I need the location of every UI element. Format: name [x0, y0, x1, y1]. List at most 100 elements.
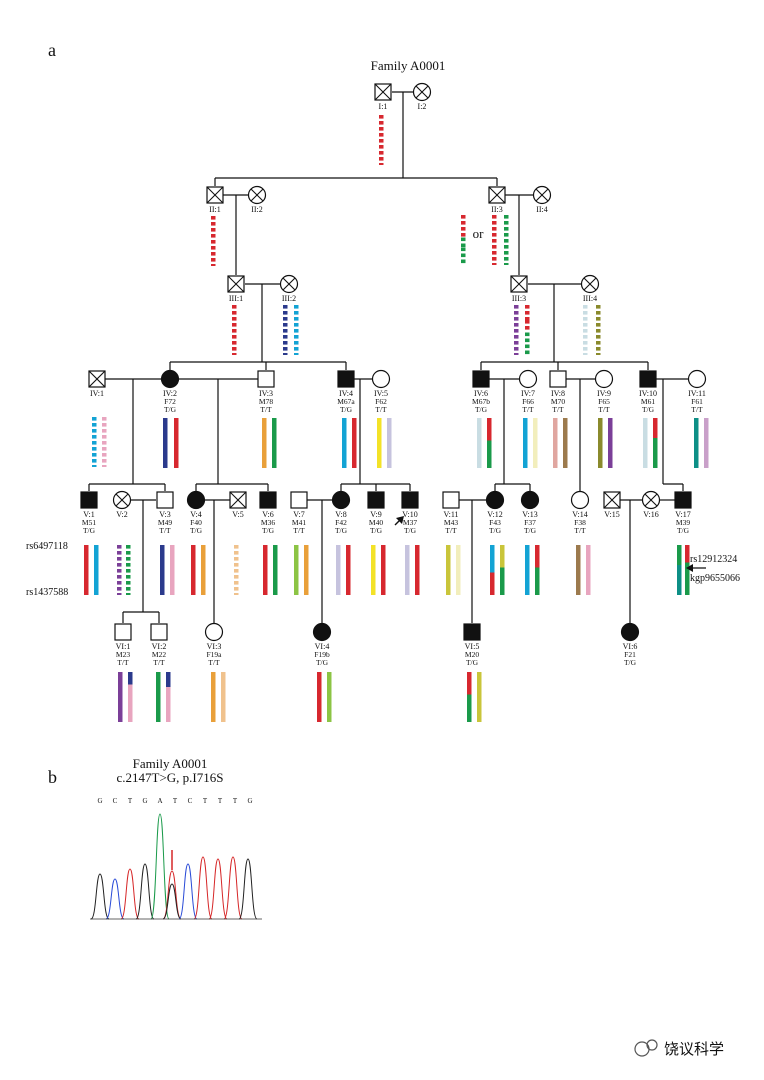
individual-genotype: T/G — [524, 526, 537, 535]
individual-code: IV:7 — [521, 389, 535, 398]
individual-genotype: T/G — [404, 526, 417, 535]
individual-subject: M39 — [676, 518, 690, 527]
male-symbol — [259, 491, 277, 509]
haplotype-bar — [327, 672, 332, 722]
pedigree-title: Family A0001 — [371, 58, 446, 73]
male-symbol — [150, 623, 168, 641]
individual-subject: M40 — [369, 518, 383, 527]
individual-code: V:16 — [643, 510, 658, 519]
individual-genotype: T/T — [260, 405, 272, 414]
female-symbol — [331, 490, 351, 510]
individual-genotype: T/G — [262, 526, 275, 535]
individual-subject: M67a — [337, 397, 355, 406]
haplotype-bar — [84, 545, 89, 595]
individual-genotype: T/G — [340, 405, 353, 414]
haplotype-bar — [342, 418, 347, 468]
haplotype-bar — [487, 418, 492, 468]
haplotype-bar — [415, 545, 420, 595]
haplotype-bar — [102, 417, 107, 467]
haplotype-bar — [653, 418, 658, 468]
individual-code: II:4 — [536, 205, 548, 214]
individual-code: V:4 — [190, 510, 201, 519]
individual-code: IV:4 — [339, 389, 353, 398]
deceased-mark — [488, 186, 506, 204]
individual-genotype: T/T — [445, 526, 457, 535]
individual-code: V:7 — [293, 510, 304, 519]
individual-III4: III:4 — [580, 274, 600, 303]
deceased-mark — [250, 188, 264, 202]
individual-genotype: T/T — [153, 658, 165, 667]
female-symbol — [485, 490, 505, 510]
individual-code: VI:2 — [152, 642, 167, 651]
individual-subject: M20 — [465, 650, 479, 659]
haplotype-bar — [232, 305, 237, 355]
individual-subject: F72 — [164, 397, 176, 406]
haplotype-bar — [262, 418, 267, 468]
individual-genotype: T/G — [370, 526, 383, 535]
haplotype-bar — [273, 545, 278, 595]
deceased-mark — [535, 188, 549, 202]
individual-IV1: IV:1 — [88, 370, 106, 398]
haplotype-bar — [694, 418, 699, 468]
deceased-mark — [583, 277, 597, 291]
trace-peak — [162, 883, 182, 920]
individual-code: III:2 — [282, 294, 296, 303]
individual-genotype: T/T — [293, 526, 305, 535]
haplotype-bar — [163, 418, 168, 468]
haplotype-bar — [336, 545, 341, 595]
haplotype-bar — [514, 305, 519, 355]
haplotype-bar — [525, 545, 530, 595]
individual-code: V:12 — [487, 510, 502, 519]
individual-code: IV:10 — [639, 389, 657, 398]
haplotype-bar — [533, 418, 538, 468]
individual-code: VI:6 — [623, 642, 638, 651]
male-symbol — [401, 491, 419, 509]
individual-genotype: T/G — [642, 405, 655, 414]
individual-subject: F42 — [335, 518, 347, 527]
individual-code: V:11 — [443, 510, 458, 519]
deceased-mark — [510, 275, 528, 293]
individual-code: IV:8 — [551, 389, 565, 398]
female-symbol — [312, 622, 332, 642]
individual-genotype: T/G — [164, 405, 177, 414]
haplotype-bar — [352, 418, 357, 468]
haplotype-bar — [576, 545, 581, 595]
base-call: T — [173, 797, 178, 805]
female-symbol — [520, 490, 540, 510]
individual-code: II:2 — [251, 205, 263, 214]
individual-code: V:13 — [522, 510, 537, 519]
trace-peak — [90, 873, 110, 920]
haplotype-bar — [263, 545, 268, 595]
deceased-mark — [415, 85, 429, 99]
individual-II4: II:4 — [532, 185, 552, 214]
individual-III1: III:1 — [227, 275, 245, 303]
watermark-text: 饶议科学 — [664, 1041, 724, 1058]
base-call: G — [142, 797, 147, 805]
individual-genotype: T/G — [489, 526, 502, 535]
individual-code: V:15 — [604, 510, 619, 519]
individual-II1: II:1 — [206, 186, 224, 214]
haplotype-bar — [381, 545, 386, 595]
male-symbol — [639, 370, 657, 388]
female-symbol — [371, 369, 391, 389]
individual-subject: M78 — [259, 397, 273, 406]
male-symbol — [257, 370, 275, 388]
haplotype-bars — [84, 115, 709, 722]
deceased-mark — [229, 491, 247, 509]
haplotype-bar — [211, 216, 216, 266]
base-call: A — [157, 797, 162, 805]
haplotype-bar — [117, 545, 122, 595]
haplotype-bar — [118, 672, 123, 722]
haplotype-bar — [500, 545, 505, 595]
haplotype-bar — [535, 545, 540, 595]
haplotype-bar — [283, 305, 288, 355]
individual-genotype: T/G — [624, 658, 637, 667]
individual-genotype: T/G — [677, 526, 690, 535]
